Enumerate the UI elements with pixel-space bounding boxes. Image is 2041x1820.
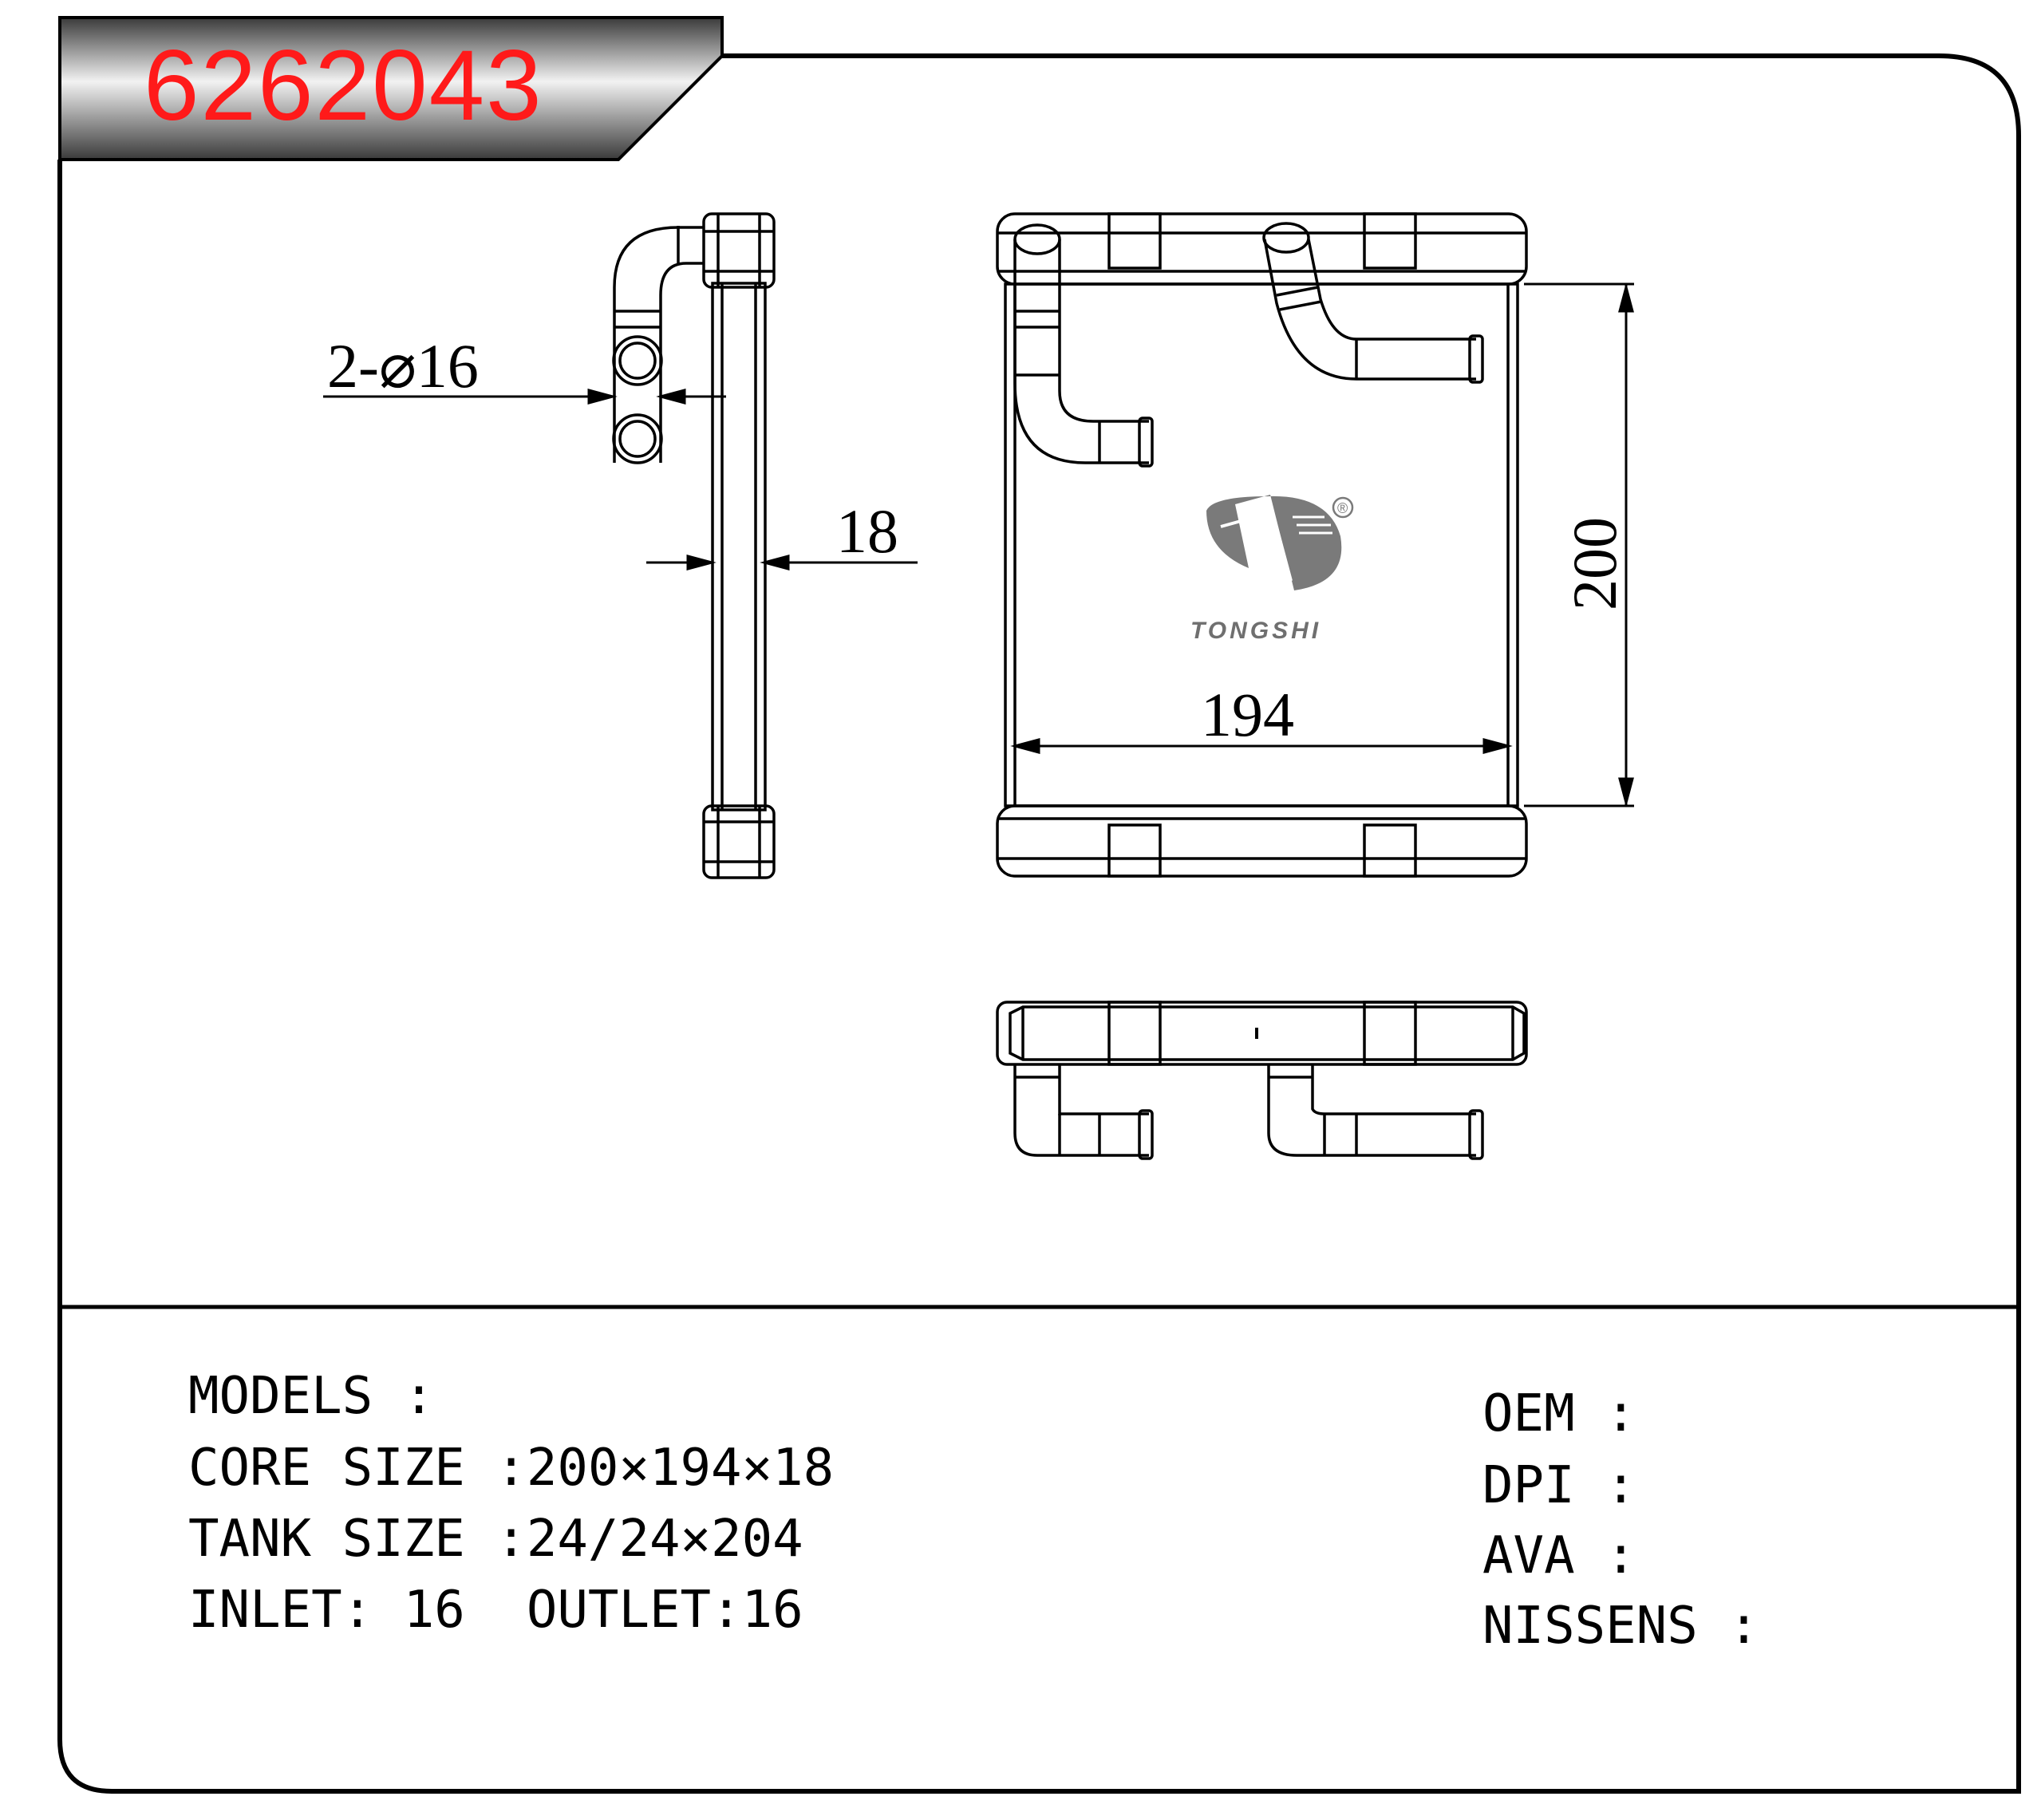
ref-oem: OEM : [1482,1384,1636,1443]
side-view [612,212,776,879]
dimension-lines-side [323,389,918,570]
height-label: 200 [1560,517,1629,610]
pipe-diameter-label: 2-⌀16 [327,331,479,401]
ref-ava: AVA : [1482,1526,1636,1585]
brand-name: TONGSHI [1190,618,1321,644]
front-view [996,212,1528,878]
part-number-tab [58,16,724,161]
width-label: 194 [1201,680,1294,749]
spec-inlet-outlet: INLET: 16 OUTLET:16 [188,1581,803,1640]
spec-tank-size: TANK SIZE :24/24×204 [188,1510,803,1569]
spec-core-size: CORE SIZE :200×194×18 [188,1439,835,1498]
thickness-label: 18 [836,496,898,566]
spec-models: MODELS : [188,1367,435,1426]
ref-dpi: DPI : [1482,1456,1636,1515]
ref-nissens: NISSENS : [1482,1597,1759,1656]
dimension-lines-front [1010,282,1634,807]
part-number: 6262043 [144,30,543,141]
registered-mark: ® [1337,500,1348,516]
tongshi-logo: ® TONGSHI [1190,495,1354,644]
bottom-view [996,1001,1528,1160]
sheet-border [57,53,2021,1794]
